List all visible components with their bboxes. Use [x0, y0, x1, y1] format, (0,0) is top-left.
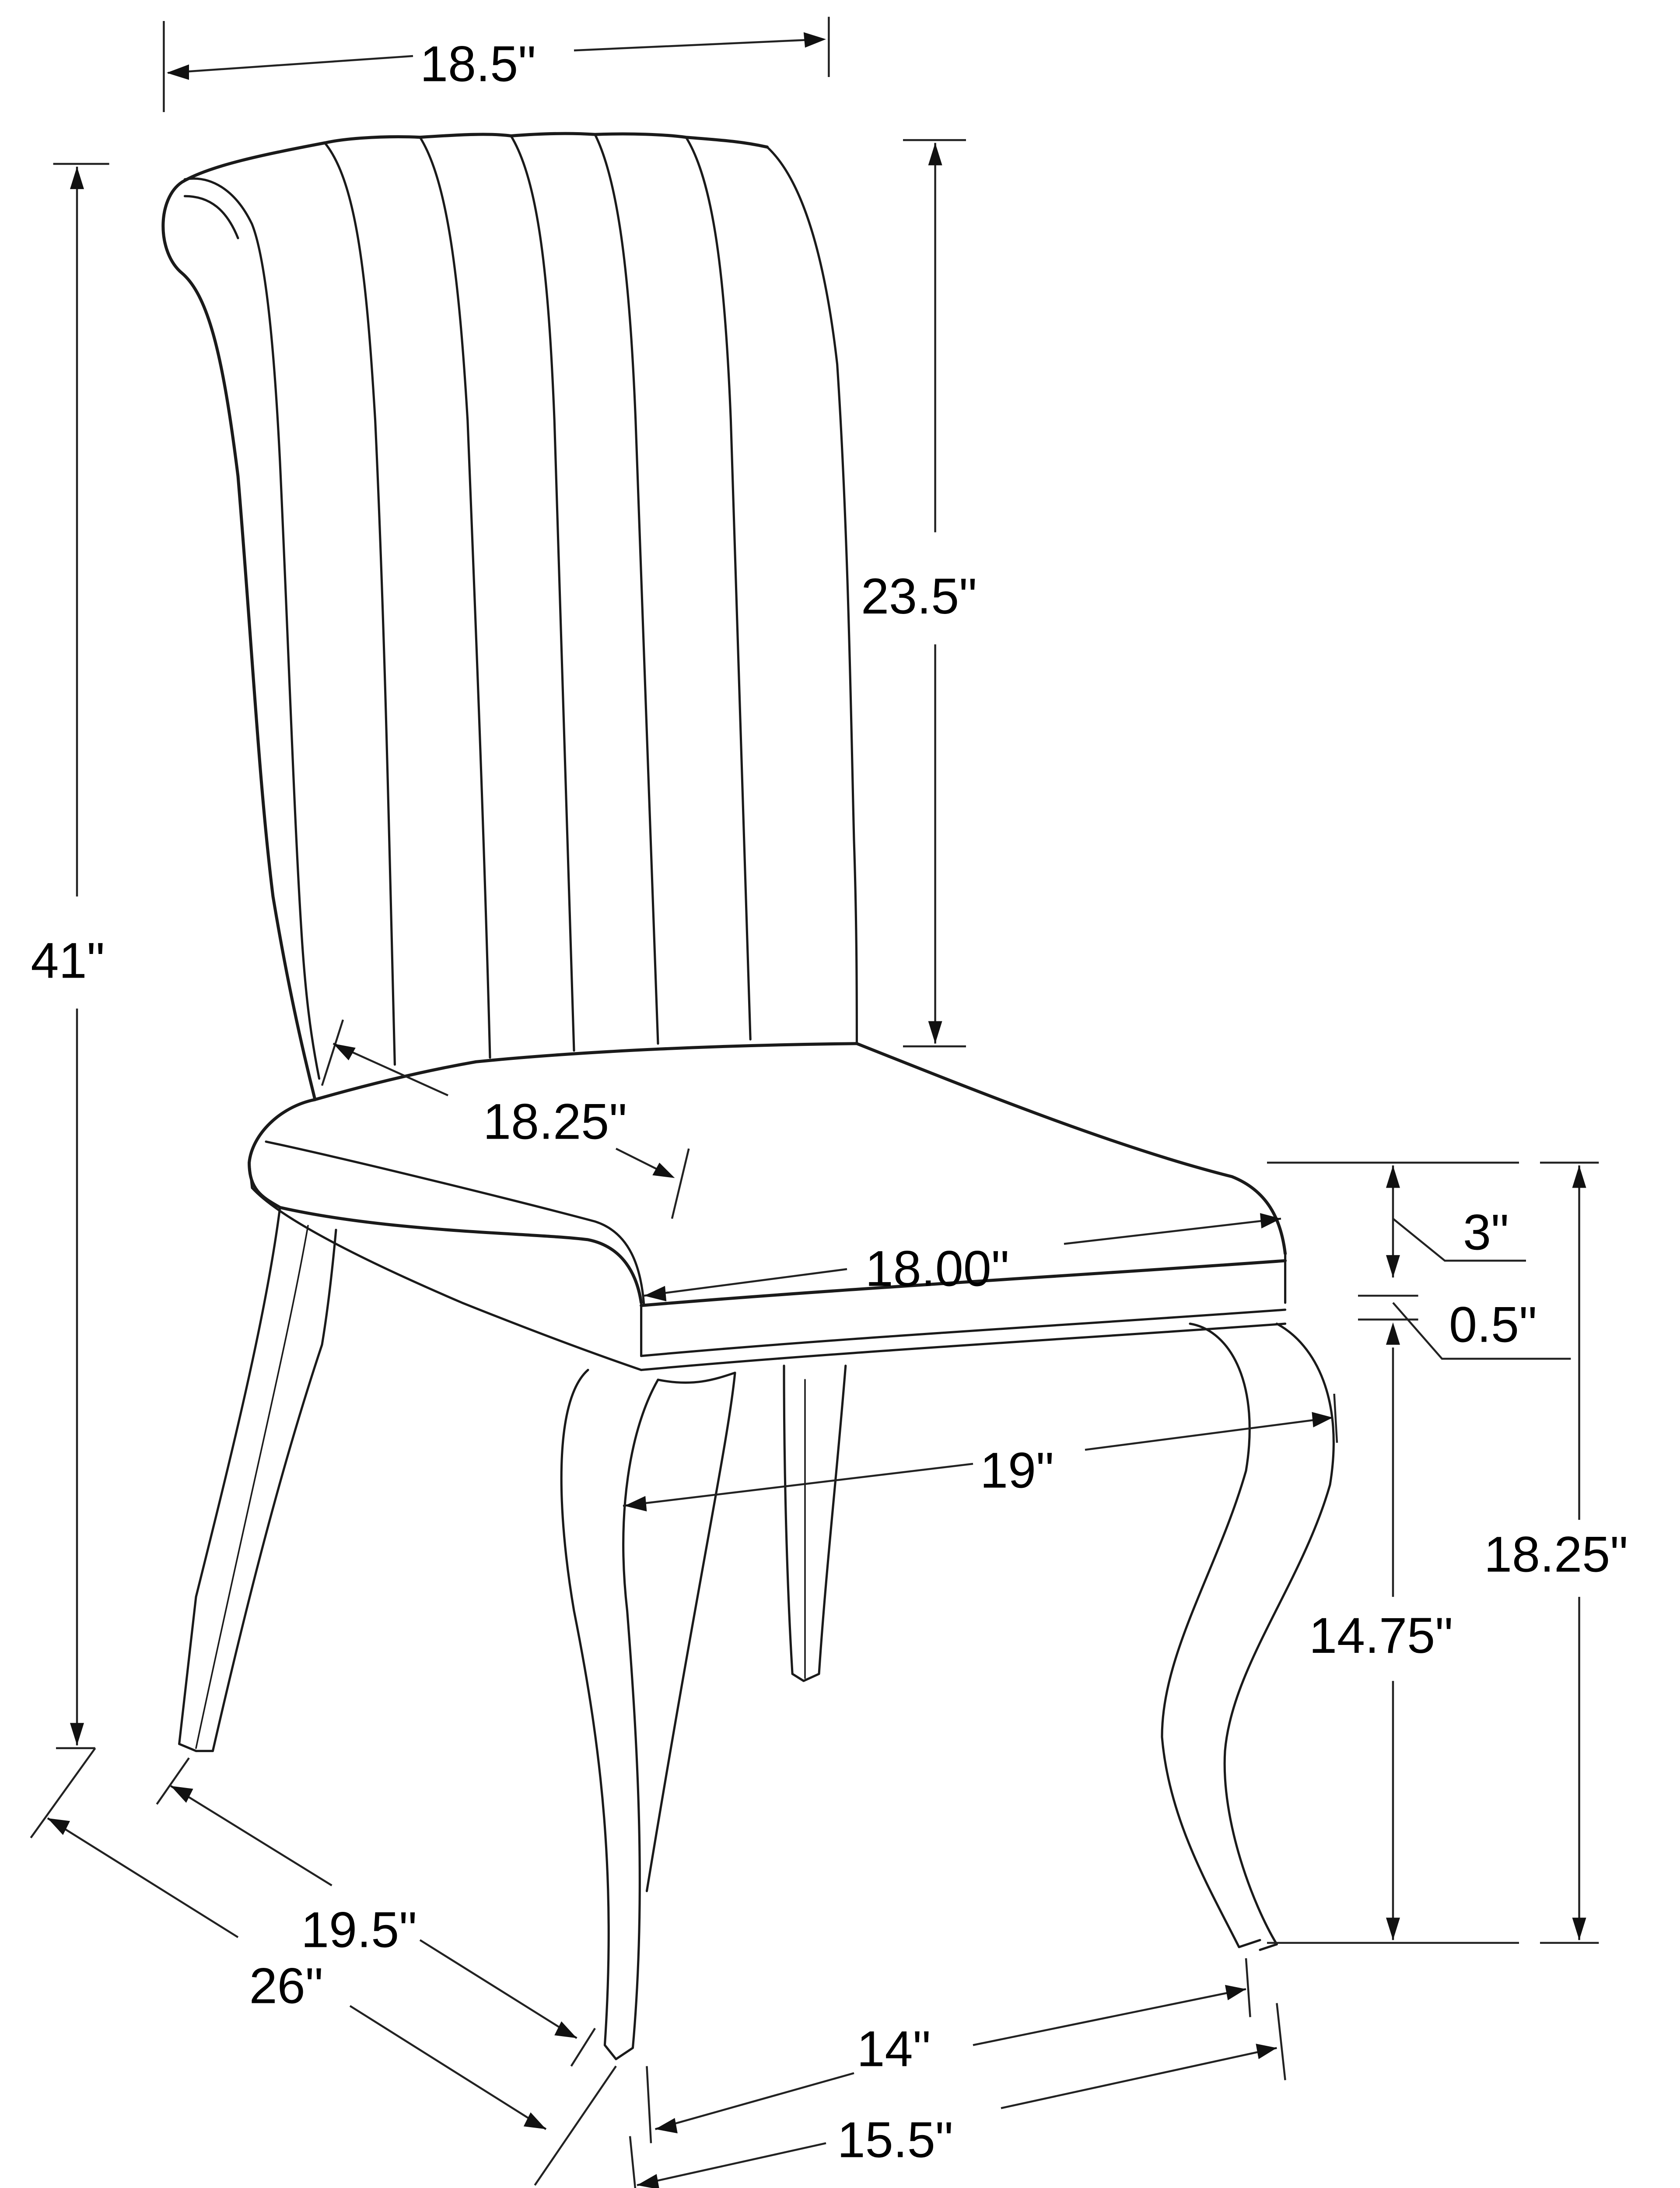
label-front-leg-span: 19" — [980, 1442, 1054, 1498]
dim-apron-to-floor: 14.75" — [1267, 1347, 1519, 1944]
dim-seat-width: 18.00" — [644, 1213, 1281, 1301]
dim-seat-thickness: 3" 0.5" — [1267, 1161, 1599, 1360]
dimension-lines: 18.5" 41" 23.5" — [30, 17, 1628, 2188]
label-seat-height: 18.25" — [1484, 1527, 1628, 1583]
chair-back — [161, 132, 858, 1101]
dim-back-width: 18.5" — [163, 17, 830, 112]
dim-seat-height: 18.25" — [1484, 1165, 1628, 1944]
label-seat-cushion-thickness: 3" — [1463, 1204, 1509, 1260]
label-back-width: 18.5" — [420, 36, 536, 92]
dim-back-height: 23.5" — [861, 139, 977, 1048]
label-front-width-outer: 15.5" — [837, 2112, 953, 2168]
label-overall-height: 41" — [31, 933, 105, 989]
label-back-height: 23.5" — [861, 568, 977, 624]
dim-seat-depth: 18.25" — [321, 1019, 690, 1219]
dim-overall-height: 41" — [31, 163, 109, 1750]
label-apron-to-floor: 14.75" — [1309, 1608, 1453, 1664]
chair-seat — [248, 1042, 1287, 1371]
label-seat-width: 18.00" — [865, 1241, 1009, 1297]
dim-front-width: 14" 15.5" — [629, 1958, 1286, 2188]
label-seat-trim-thickness: 0.5" — [1449, 1297, 1537, 1353]
chair-legs — [178, 1206, 1335, 2061]
dim-front-leg-span: 19" — [623, 1393, 1338, 1511]
label-side-depth-inner: 19.5" — [301, 1902, 417, 1958]
dim-side-depth: 19.5" 26" — [30, 1747, 617, 2186]
label-front-width-inner: 14" — [857, 2021, 931, 2077]
chair-drawing — [161, 132, 1335, 2061]
label-seat-depth: 18.25" — [483, 1094, 627, 1150]
label-overall-depth: 26" — [249, 1958, 323, 2014]
